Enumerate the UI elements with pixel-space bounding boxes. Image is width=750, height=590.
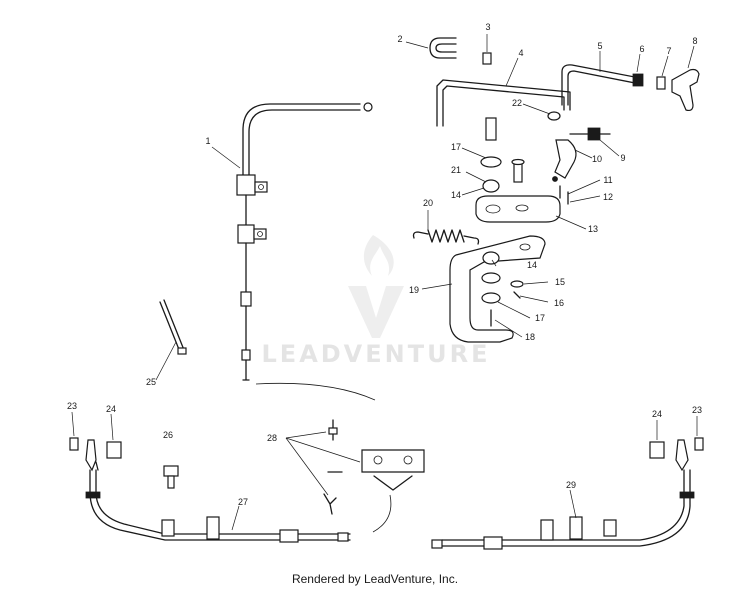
part-4-rod — [436, 79, 571, 127]
part-27-left-cable — [69, 437, 351, 543]
part-26-bolt — [163, 465, 179, 489]
callout-numbers: 1 2 3 4 5 6 7 8 9 10 11 12 13 14 14 15 1… — [67, 22, 702, 507]
callout-24-right: 24 — [652, 409, 662, 419]
callout-23-left: 23 — [67, 401, 77, 411]
callout-5: 5 — [597, 41, 602, 51]
callout-25: 25 — [146, 377, 156, 387]
part-13-plate — [475, 195, 561, 223]
callout-24-left: 24 — [106, 404, 116, 414]
callout-17-upper: 17 — [451, 142, 461, 152]
callout-9: 9 — [620, 153, 625, 163]
callout-19: 19 — [409, 285, 419, 295]
callout-11: 11 — [603, 175, 612, 185]
callout-29: 29 — [566, 480, 576, 490]
callout-15: 15 — [555, 277, 565, 287]
part-6-coil — [632, 73, 644, 87]
callout-21: 21 — [451, 165, 461, 175]
callout-13: 13 — [588, 224, 598, 234]
watermark-logo: LEADVENTURE — [262, 235, 491, 368]
part-7-sleeve — [656, 76, 666, 90]
callout-27: 27 — [238, 497, 248, 507]
part-10-bracket — [554, 139, 577, 179]
callout-12: 12 — [603, 192, 613, 202]
callout-23-right: 23 — [692, 405, 702, 415]
part-1-cable — [236, 102, 373, 381]
callout-14-upper: 14 — [451, 190, 461, 200]
part-28-center-bracket — [255, 382, 425, 533]
part-9-clip — [569, 127, 611, 141]
part-25-rod — [159, 299, 187, 355]
callout-16: 16 — [554, 298, 564, 308]
callout-3: 3 — [485, 22, 490, 32]
callout-20: 20 — [423, 198, 433, 208]
callout-10: 10 — [592, 154, 602, 164]
part-5-l-rod — [561, 64, 641, 106]
watermark-text: LEADVENTURE — [262, 340, 491, 368]
part-8-handle — [671, 68, 700, 112]
leader-lines — [71, 34, 698, 531]
callout-18: 18 — [525, 332, 535, 342]
part-19-bracket — [449, 235, 546, 343]
callout-2: 2 — [397, 34, 402, 44]
callout-4: 4 — [518, 48, 523, 58]
callout-8: 8 — [692, 36, 697, 46]
callout-6: 6 — [639, 44, 644, 54]
footer-credit: Rendered by LeadVenture, Inc. — [291, 572, 459, 586]
part-2-u-bracket — [429, 37, 457, 59]
callout-26: 26 — [163, 430, 173, 440]
callout-1: 1 — [205, 136, 210, 146]
callout-14-lower: 14 — [527, 260, 537, 270]
callout-7: 7 — [666, 46, 671, 56]
callout-28: 28 — [267, 433, 277, 443]
callout-17-lower: 17 — [535, 313, 545, 323]
upper-washer-stack — [480, 111, 561, 193]
part-3-bushing — [482, 52, 492, 65]
part-20-spring — [412, 229, 480, 245]
lower-washer-stack — [481, 251, 524, 327]
part-29-right-cable — [431, 437, 704, 550]
callout-22: 22 — [512, 98, 522, 108]
